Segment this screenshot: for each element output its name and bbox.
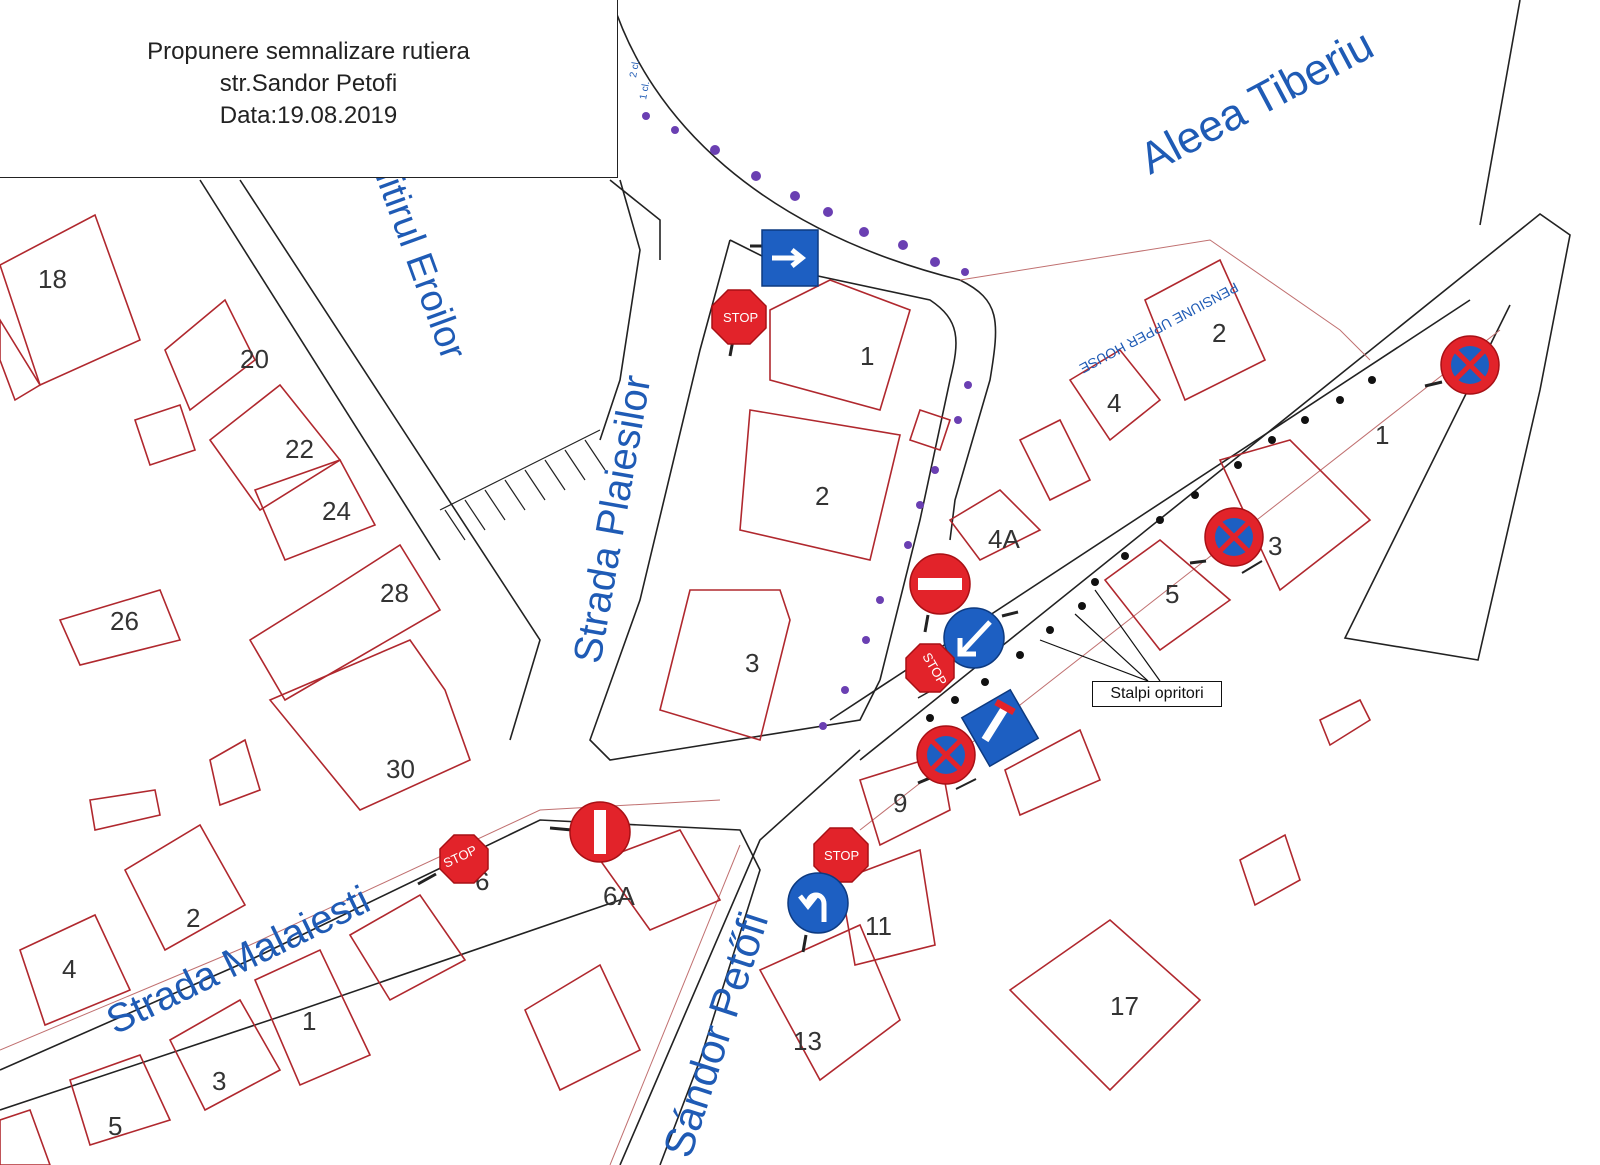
- cl-label-2: 2 cl.: [628, 59, 642, 79]
- parking-lot: [439, 429, 606, 541]
- house-number: 18: [38, 264, 67, 294]
- title-box: Propunere semnalizare rutiera str.Sandor…: [0, 0, 618, 178]
- dead-end-icon: [960, 688, 1040, 768]
- house-number: 1: [860, 341, 874, 371]
- title-line-3: Data:19.08.2019: [219, 102, 398, 129]
- house-number: 1: [302, 1006, 316, 1036]
- stop-sign-icon: STOP: [813, 827, 869, 883]
- house-number: 5: [108, 1111, 122, 1141]
- street-aleea-tiberiu: Aleea Tiberiu: [1132, 20, 1382, 184]
- house-number: 4: [62, 954, 76, 984]
- buildings: [0, 213, 1372, 1165]
- no-stopping-icon: [916, 725, 977, 790]
- title-line-1: Propunere semnalizare rutiera: [147, 38, 470, 65]
- house-number: 11: [865, 911, 892, 941]
- house-numbers: 18 20 22 24 26 28 30 1 2 3 2 4 4A 1 3 5 …: [38, 264, 1389, 1141]
- house-number: 26: [110, 606, 139, 636]
- keep-left-icon: [943, 607, 1019, 669]
- bollard-posts: [642, 112, 972, 730]
- house-number: 2: [186, 903, 200, 933]
- house-number: 1: [1375, 420, 1389, 450]
- no-stopping-icon: [1424, 335, 1500, 395]
- stop-sign-icon: STOP: [905, 643, 955, 699]
- house-number: 20: [240, 344, 269, 374]
- cl-label-1: 1 cl.: [638, 81, 652, 101]
- stop-sign-icon: STOP: [711, 289, 767, 357]
- house-number: 2: [1212, 318, 1226, 348]
- house-number: 22: [285, 434, 314, 464]
- title-line-2: str.Sandor Petofi: [219, 70, 398, 97]
- one-way-arrow-icon: [750, 229, 819, 287]
- no-entry-icon: [909, 553, 971, 633]
- house-number: 3: [212, 1066, 226, 1096]
- house-number: 3: [1268, 531, 1282, 561]
- no-stopping-icon: [1189, 507, 1264, 574]
- cl-labels: 2 cl. 1 cl.: [628, 59, 652, 101]
- label-leader-lines: [1039, 589, 1161, 682]
- house-number: 5: [1165, 579, 1179, 609]
- house-number: 4: [1107, 388, 1121, 418]
- street-plaiesilor: Strada Plaiesilor: [566, 372, 660, 666]
- stop-sign-icon: STOP: [417, 834, 489, 886]
- no-entry-icon: [549, 801, 631, 863]
- road-edges: [0, 239, 1501, 1165]
- house-number: 28: [380, 578, 409, 608]
- house-number: 4A: [988, 524, 1020, 554]
- turn-left-icon: [787, 872, 849, 953]
- house-number: 24: [322, 496, 351, 526]
- house-number: 2: [815, 481, 829, 511]
- stop-sign-label: STOP: [824, 848, 859, 863]
- house-number: 13: [793, 1026, 822, 1056]
- house-number: 6A: [603, 881, 635, 911]
- stalpi-opritori-dots: [926, 376, 1376, 722]
- stop-sign-label: STOP: [723, 310, 758, 325]
- house-number: 30: [386, 754, 415, 784]
- house-number: 9: [893, 788, 907, 818]
- house-number: 3: [745, 648, 759, 678]
- house-number: 17: [1110, 991, 1139, 1021]
- stalpi-opritori-label: Stalpi opritori: [1092, 681, 1222, 707]
